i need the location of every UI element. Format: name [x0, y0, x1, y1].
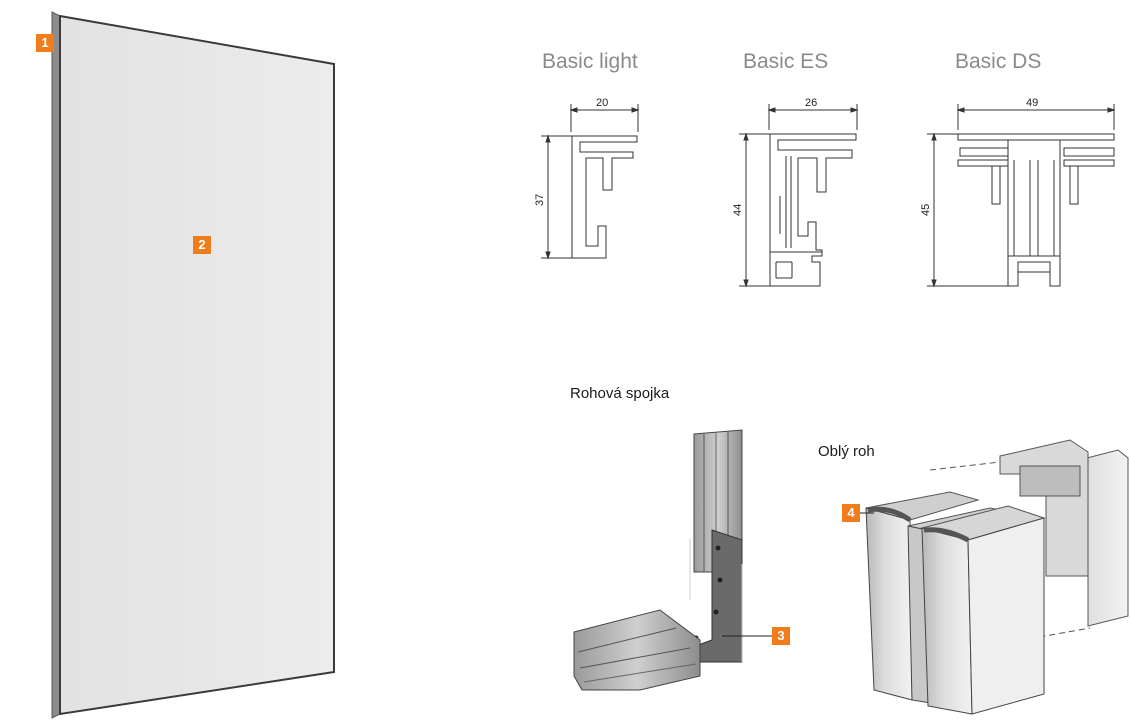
profile-basic-light [541, 104, 640, 260]
profile-title-basic-es: Basic ES [743, 50, 829, 73]
basic-es-height-label: 44 [732, 204, 744, 216]
corner-connector-illustration [573, 429, 743, 691]
basic-light-width-label: 20 [596, 97, 608, 109]
callout-badge-2: 2 [193, 236, 211, 254]
basic-ds-height-label: 45 [920, 204, 932, 216]
profile-title-basic-light: Basic light [542, 50, 638, 73]
frame-edge-profile [51, 11, 61, 719]
basic-ds-width-label: 49 [1026, 97, 1038, 109]
corner-connector-label: Rohová spojka [570, 385, 670, 402]
round-corner-label: Oblý roh [818, 443, 875, 460]
textile-panel [59, 14, 335, 716]
basic-light-height-label: 37 [534, 194, 546, 206]
callout-badge-1: 1 [36, 34, 54, 52]
callout-badge-3: 3 [772, 627, 790, 645]
callout-badge-4: 4 [842, 504, 860, 522]
profile-basic-ds [927, 104, 1116, 288]
profile-title-basic-ds: Basic DS [955, 50, 1042, 73]
round-corner-illustration [865, 439, 1129, 715]
profile-basic-es [739, 104, 859, 288]
panel-illustration [51, 11, 335, 719]
basic-es-width-label: 26 [805, 97, 817, 109]
